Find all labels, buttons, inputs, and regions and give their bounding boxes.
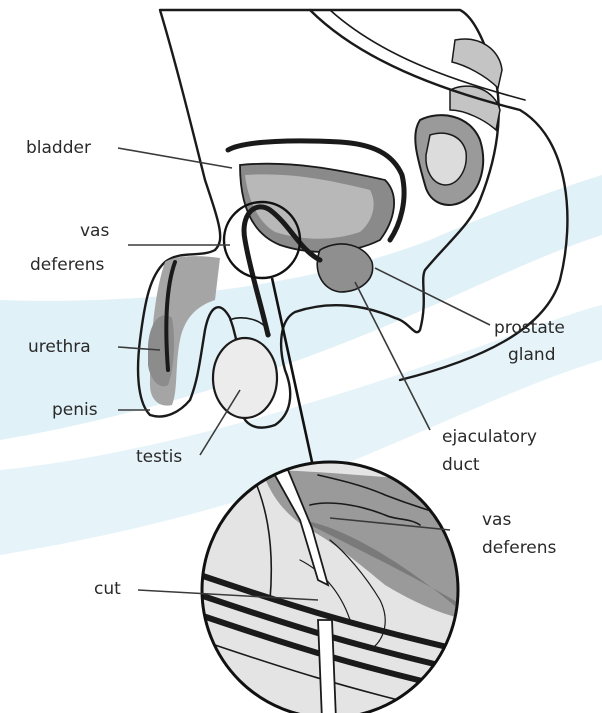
label-ejaculatory-line1: ejaculatory — [442, 427, 537, 447]
label-vas-deferens-line1: vas — [80, 221, 109, 241]
label-prostate-line1: prostate — [494, 318, 565, 338]
label-cut: cut — [94, 579, 121, 599]
label-penis: penis — [52, 400, 98, 420]
label-prostate-line2: gland — [508, 345, 556, 365]
label-testis: testis — [136, 447, 182, 467]
label-bladder: bladder — [26, 138, 91, 158]
inset-detail — [200, 460, 470, 713]
leader-bladder — [118, 148, 232, 168]
label-inset-vas-line1: vas — [482, 510, 511, 530]
label-inset-vas-line2: deferens — [482, 538, 557, 558]
label-ejaculatory-line2: duct — [442, 455, 480, 475]
label-vas-deferens-line2: deferens — [30, 255, 105, 275]
label-urethra: urethra — [28, 337, 91, 357]
